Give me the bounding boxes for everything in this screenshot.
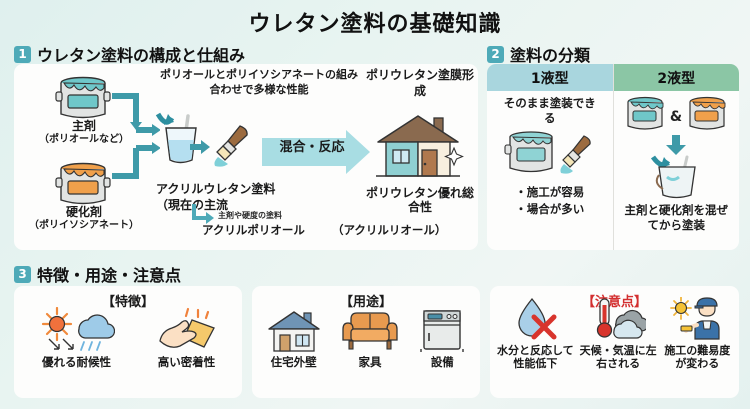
feature-item-weather: 優れる耐候性 <box>39 305 115 370</box>
paint-can-icon <box>55 76 111 119</box>
arrow-icon <box>190 140 210 154</box>
sun-rain-icon <box>41 307 115 352</box>
bullet-item: ・場合が多い <box>515 201 585 216</box>
uses-panel: 【用途】 住宅外壁 <box>252 286 480 398</box>
mixing-bucket-icon <box>651 155 696 199</box>
one-component-desc: そのまま塗装できる <box>503 96 596 125</box>
water-drop-x-icon <box>518 297 557 340</box>
column-one-component: 1液型 そのまま塗装できる ・施工が容易 ・場合が多い <box>487 64 613 250</box>
section-3-title: 特徴・用途・注意点 <box>37 266 182 285</box>
section-1-title: ウレタン塗料の構成と仕組み <box>37 46 246 65</box>
section-2-title: 塗料の分類 <box>510 46 591 65</box>
two-component-note: 主剤と硬化剤を混ぜてから塗装 <box>624 203 729 232</box>
mix-label: 混合・反応 <box>279 140 345 155</box>
flow-arrows <box>112 93 160 179</box>
caution-label: 施工の難易度が変わる <box>664 343 731 370</box>
feature-label: 優れる耐候性 <box>42 355 111 370</box>
use-label: 家具 <box>358 355 382 370</box>
down-arrow-icon <box>666 135 687 155</box>
section-2-badge: 2 <box>487 45 504 63</box>
hardener-label: 硬化剤 （ポリイソシアネート） <box>29 205 139 231</box>
section-1-panel: 主剤 （ポリオールなど） 硬化剤 （ポリイソシアネート） ポリオールとポリイソシ… <box>14 64 478 250</box>
paint-can-brush-icon <box>504 131 591 174</box>
two-cans-icon: & <box>627 96 726 130</box>
use-label: 住宅外壁 <box>270 355 317 370</box>
section-1-heading: 1 ウレタン塗料の構成と仕組み <box>14 42 245 66</box>
cautions-title: 【注意点】 <box>581 295 647 310</box>
section-3-heading: 3 特徴・用途・注意点 <box>14 262 181 286</box>
caution-label: 天候・気温に左右される <box>579 343 657 370</box>
paint-brush-icon <box>214 125 248 167</box>
column-two-component: 2液型 & 主剤と硬化剤を混ぜてから塗装 <box>612 64 739 250</box>
feature-item-adhesion: 高い密着性 <box>156 305 218 370</box>
section-3-panels: 【特徴】 <box>14 286 739 398</box>
hand-cloth-icon <box>158 308 215 349</box>
section-3-badge: 3 <box>14 265 31 283</box>
caution-item-weather: 天候・気温に左右される <box>577 293 660 370</box>
down-right-arrow-icon <box>192 204 214 224</box>
polyurethane-result-label: ポリウレタン優れ総合性 <box>365 186 474 215</box>
use-item-furniture: 家具 <box>341 305 399 370</box>
section-2-panel: 1液型 そのまま塗装できる ・施工が容易 ・場合が多い 2液型 <box>487 64 739 250</box>
acrylic-urethane-text: アクリルウレタン塗料（現在の主流 <box>156 182 276 212</box>
caution-item-moisture: 水分と反応して性能低下 <box>494 293 577 370</box>
acrylic-polyol-paren: （アクリルリオール） <box>332 223 447 237</box>
caution-item-difficulty: 施工の難易度が変わる <box>660 293 735 370</box>
one-component-bullets: ・施工が容易 ・場合が多い <box>515 184 584 217</box>
paint-can-icon <box>55 162 111 205</box>
bullet-item: ・施工が容易 <box>515 184 585 199</box>
caution-label: 水分と反応して性能低下 <box>497 343 574 370</box>
svg-text:&: & <box>670 109 682 125</box>
cautions-panel: 【注意点】 水分と反応して性能低下 <box>490 286 739 398</box>
small-note-text: 主剤や硬度の塗料 <box>218 211 282 220</box>
features-title: 【特徴】 <box>101 295 154 310</box>
mix-reaction-arrow <box>262 130 370 174</box>
appliance-icon <box>420 310 465 353</box>
worker-sun-icon <box>670 296 720 340</box>
section-1-badge: 1 <box>14 45 31 63</box>
main-agent-label: 主剤 （ポリオールなど） <box>39 119 129 145</box>
thermometer-cloud-icon <box>597 297 647 339</box>
page-title: ウレタン塗料の基礎知識 <box>248 12 502 37</box>
acrylic-polyol-text: アクリルポリオール <box>202 223 305 237</box>
features-panel: 【特徴】 <box>14 286 242 398</box>
feature-label: 高い密着性 <box>157 355 216 370</box>
use-item-exterior: 住宅外壁 <box>266 305 322 370</box>
use-item-equipment: 設備 <box>418 305 466 370</box>
column-header-2eki: 2液型 <box>613 64 739 91</box>
combination-text: ポリオールとポリイソシアネートの組み合わせで多様な性能 <box>160 68 358 96</box>
section-2-heading: 2 塗料の分類 <box>487 42 590 66</box>
mixing-cup-icon <box>155 112 197 164</box>
house-icon <box>267 311 320 352</box>
film-formation-text: ポリウレタン塗膜形成 <box>366 68 475 98</box>
column-header-1eki: 1液型 <box>487 64 613 91</box>
uses-title: 【用途】 <box>339 295 392 310</box>
use-label: 設備 <box>430 355 454 370</box>
sofa-icon <box>342 312 398 350</box>
house-icon <box>376 115 464 177</box>
